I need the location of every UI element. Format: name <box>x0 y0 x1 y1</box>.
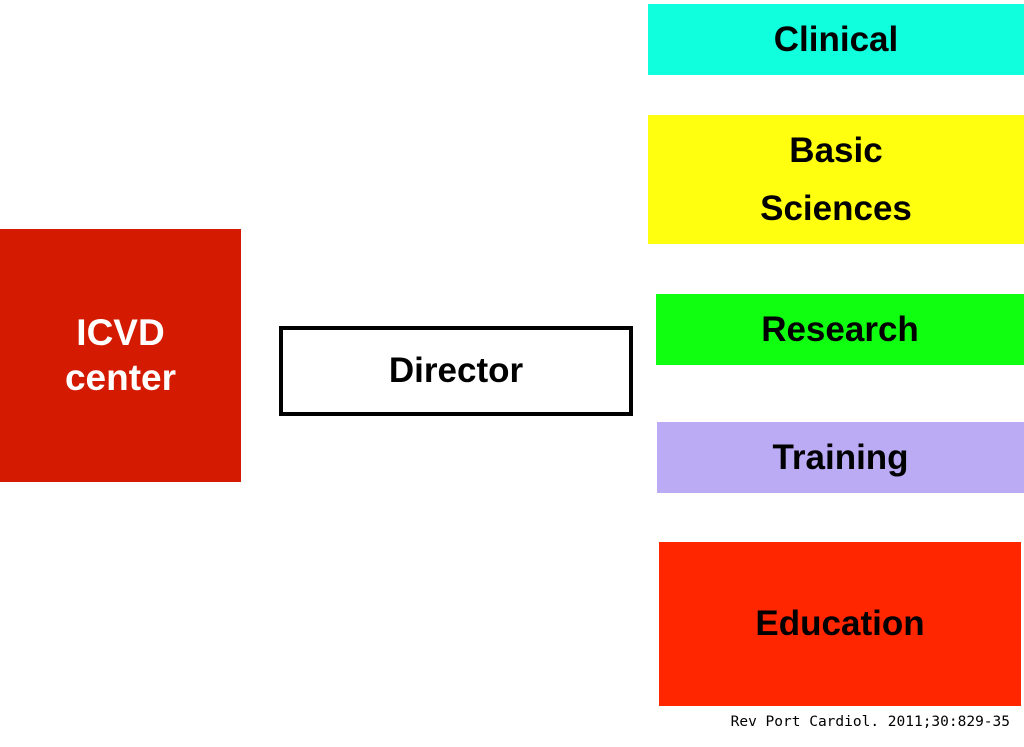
department-label: Training <box>772 437 909 477</box>
department-label: Clinical <box>773 19 899 59</box>
department-research-box: Research <box>656 294 1024 365</box>
center-label-line-2: center <box>64 356 177 398</box>
department-education-box: Education <box>659 542 1021 706</box>
department-label-line-1: Basic <box>789 130 883 170</box>
center-label-line-1: ICVD <box>76 312 165 354</box>
icvd-center-box: ICVD center <box>0 229 241 482</box>
department-training-box: Training <box>657 422 1024 493</box>
department-label-line-2: Sciences <box>760 188 912 228</box>
department-label: Research <box>761 309 919 349</box>
department-clinical-box: Clinical <box>648 4 1024 75</box>
director-label: Director <box>388 351 524 390</box>
department-basic-sciences-box: Basic Sciences <box>648 115 1024 244</box>
department-label: Education <box>755 604 925 643</box>
citation-text: Rev Port Cardiol. 2011;30:829-35 <box>730 714 1010 730</box>
director-box: Director <box>279 326 633 416</box>
